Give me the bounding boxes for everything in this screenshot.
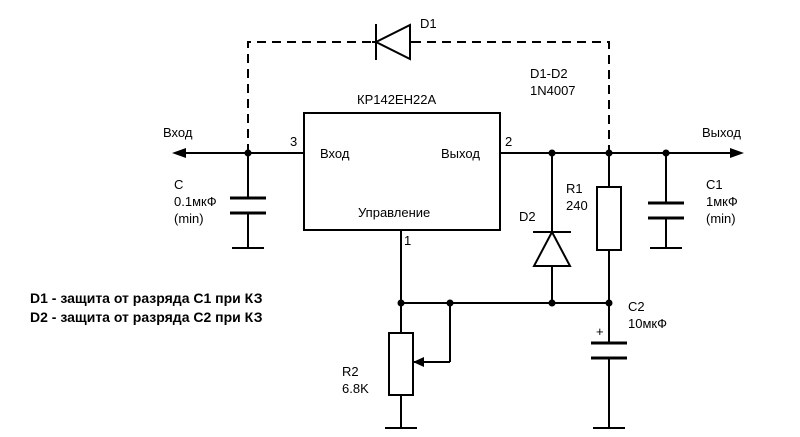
- r1-name: R1: [566, 181, 583, 196]
- junction-dots: [244, 149, 670, 307]
- d2-name: D2: [519, 209, 536, 224]
- pin-number-1: 1: [404, 233, 411, 248]
- c2-name: C2: [628, 299, 645, 314]
- c-in-name: C: [174, 177, 183, 192]
- input-terminal-label: Вход: [163, 125, 193, 140]
- d1-name: D1: [420, 16, 437, 31]
- wiper-arrow-icon: [413, 357, 424, 367]
- regulator-chip: [303, 112, 501, 231]
- wires: [185, 152, 732, 429]
- output-terminal-label: Выход: [702, 125, 741, 140]
- c-in-value: 0.1мкФ: [174, 194, 217, 209]
- r1-value: 240: [566, 198, 588, 213]
- pin-number-2: 2: [505, 134, 512, 149]
- pin-number-3: 3: [290, 134, 297, 149]
- c-in-note: (min): [174, 211, 204, 226]
- diodes-type: 1N4007: [530, 83, 576, 98]
- d1-dashed-path: [247, 41, 610, 153]
- chip-pin-in-label: Вход: [320, 146, 350, 161]
- resistor-r2: [388, 332, 414, 396]
- c1-name: C1: [706, 177, 723, 192]
- r2-value: 6.8K: [342, 381, 369, 396]
- chip-pin-adj-label: Управление: [358, 205, 430, 220]
- diode-d1-icon: [372, 23, 412, 61]
- c1-note: (min): [706, 211, 736, 226]
- capacitor-c1: [648, 201, 684, 220]
- r2-name: R2: [342, 364, 359, 379]
- output-arrow-icon: [730, 148, 744, 158]
- note-d1: D1 - защита от разряда С1 при КЗ: [30, 290, 263, 306]
- c2-polarity: +: [596, 324, 604, 339]
- chip-pin-out-label: Выход: [441, 146, 480, 161]
- capacitor-c-in: [230, 196, 266, 215]
- chip-name: КР142ЕН22А: [357, 92, 436, 107]
- input-arrow-icon: [172, 148, 186, 158]
- resistor-r1: [596, 186, 622, 251]
- diode-d2-icon: [532, 229, 572, 267]
- capacitor-c2: [591, 341, 627, 360]
- c1-value: 1мкФ: [706, 194, 738, 209]
- note-d2: D2 - защита от разряда С2 при КЗ: [30, 309, 263, 325]
- diodes-names: D1-D2: [530, 66, 568, 81]
- c2-value: 10мкФ: [628, 316, 667, 331]
